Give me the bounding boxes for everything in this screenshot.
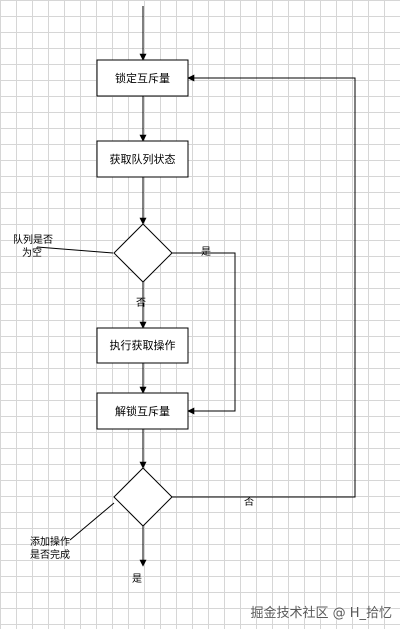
node-do-get-operation-label: 执行获取操作 xyxy=(110,338,176,352)
node-get-queue-state-label: 获取队列状态 xyxy=(110,152,176,166)
annotation-queue-empty-line1: 队列是否 xyxy=(13,233,53,246)
edge-label-queue-empty-yes: 是 xyxy=(201,246,211,258)
node-get-queue-state: 获取队列状态 xyxy=(96,140,189,178)
watermark: 掘金技术社区 @ H_拾忆 xyxy=(250,606,392,621)
annotation-add-done-line1: 添加操作 xyxy=(30,535,70,548)
annotation-line-add-done xyxy=(69,502,115,541)
node-unlock-mutex: 解锁互斥量 xyxy=(96,392,189,430)
node-lock-mutex: 锁定互斥量 xyxy=(96,59,189,97)
node-add-done-decision xyxy=(113,467,173,527)
node-lock-mutex-label: 锁定互斥量 xyxy=(115,71,170,85)
annotation-line-queue-empty xyxy=(36,246,114,254)
edge-label-add-done-yes: 是 xyxy=(132,573,142,585)
edge-decision-yes-to-unlock xyxy=(172,252,236,415)
node-unlock-mutex-label: 解锁互斥量 xyxy=(115,404,170,418)
edge-done-no-loop-to-lock xyxy=(172,74,356,498)
annotation-queue-empty-line2: 为空 xyxy=(22,246,42,259)
node-queue-empty-decision xyxy=(113,223,173,283)
annotation-add-done-line2: 是否完成 xyxy=(30,548,70,561)
node-do-get-operation: 执行获取操作 xyxy=(96,327,189,364)
edge-label-queue-empty-no: 否 xyxy=(136,297,146,309)
edge-label-add-done-no: 否 xyxy=(244,496,254,508)
